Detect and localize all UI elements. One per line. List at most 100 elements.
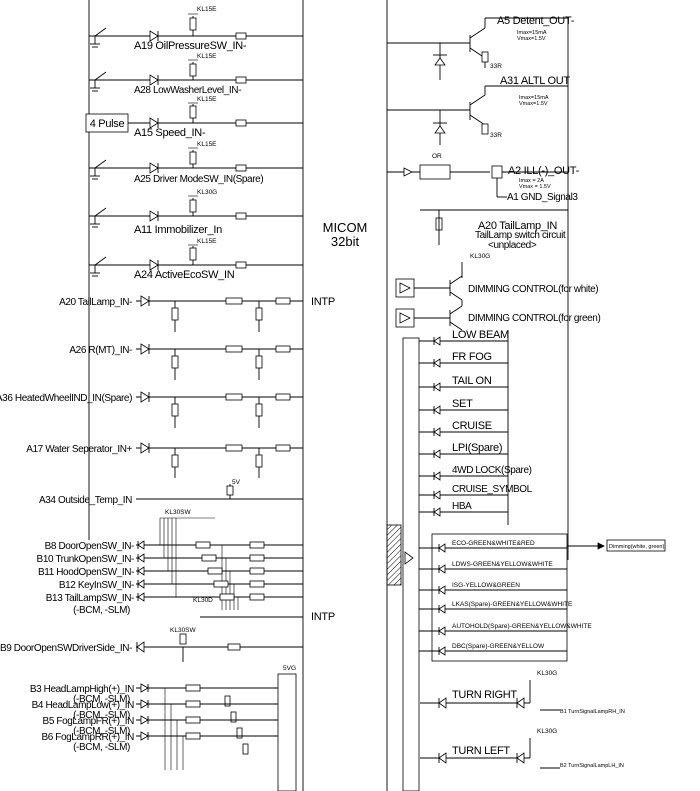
b-input-row <box>136 518 303 610</box>
a2-imax: Imax = 2A <box>519 178 544 184</box>
b8-label: B8 DoorOpenSW_IN- <box>45 541 134 552</box>
b11-label: B11 HoodOpenSW_IN- <box>38 567 134 578</box>
b3-sub-label: (-BCM, -SLM) <box>73 694 130 705</box>
output-a31: A31 ALTL OUT Imax=15mA Vmax=1.5V 33R <box>387 75 571 145</box>
color-lamp-label: DBC(Spare)-GREEN&YELLOW <box>452 643 545 650</box>
indicator-lamp-row: 4WD LOCK(Spare) <box>419 465 532 481</box>
input-row-a26: A26 R(MT)_IN- <box>69 343 303 380</box>
indicator-lamp-label: 4WD LOCK(Spare) <box>452 465 532 476</box>
micom-bits-label: 32bit <box>331 234 360 249</box>
a17-label: A17 Water Seperator_IN+ <box>26 444 132 455</box>
color-lamp-label: LKAS(Spare)-GREEN&YELLOW&WHITE <box>452 601 573 608</box>
indicator-lamp-row: SET <box>419 398 508 415</box>
indicator-lamp-label: CRUISE_SYMBOL <box>452 484 533 495</box>
indicator-lamp-row: CRUISE_SYMBOL <box>419 484 533 500</box>
dimming-white-label: DIMMING CONTROL(for white) <box>468 284 598 295</box>
indicator-lamp-label: LOW BEAM <box>452 329 509 341</box>
a5-label: A5 Detent_OUT- <box>497 15 575 27</box>
kl30g-dimming-label: KL30G <box>470 253 490 260</box>
b9-label: B9 DoorOpenSWDriverSide_IN- <box>0 643 132 654</box>
kl30sw-b9-label: KL30SW <box>170 627 197 634</box>
a15-label: A15 Speed_IN- <box>134 127 206 139</box>
b1-label: B1 TurnSignalLampRH_IN <box>560 709 625 715</box>
a2-label: A2 ILL(-)_OUT- <box>508 165 580 177</box>
input-row-a24: KL15E A24 ActiveEcoSW_IN <box>89 238 303 281</box>
a31-label: A31 ALTL OUT <box>500 75 570 87</box>
lamp-driver-column <box>402 337 420 791</box>
hatched-block <box>386 524 402 586</box>
b-lamp-group: B3 HeadLampHigh(+)_IN (-BCM, -SLM) B4 He… <box>30 665 297 791</box>
a20r-label: A20 TailLamp_IN <box>478 220 557 232</box>
indicator-lamp-label: SET <box>452 398 473 410</box>
input-row-a28: KL15E A28 LowWasherLevel_IN- <box>89 53 303 96</box>
b4-sub-label: (-BCM, -SLM) <box>73 710 130 721</box>
kl15e-a24-label: KL15E <box>197 238 217 245</box>
indicator-lamp-label: HBA <box>452 501 472 512</box>
buffer-triangle <box>404 551 414 565</box>
b5-label: B5 FogLampFR(+)_IN <box>43 716 135 727</box>
b-lamp-row <box>136 699 278 770</box>
indicator-lamp-label: FR FOG <box>452 351 492 363</box>
a2-vmax: Vmax = 1.5V <box>519 184 551 190</box>
indicator-lamp-row: CRUISE <box>419 420 508 437</box>
b13-label: B13 TailLampSW_IN- <box>46 593 134 604</box>
fivev-label: 5V <box>232 479 241 486</box>
intp-label-1: INTP <box>311 296 335 308</box>
kl30d-label: KL30D <box>193 597 213 604</box>
turn-right-label: TURN RIGHT <box>452 689 517 701</box>
a5-vmax: Vmax=1.5V <box>517 36 546 42</box>
kl15e-a15-label: KL15E <box>197 96 217 103</box>
intp-label-2: INTP <box>311 611 335 623</box>
output-a5: A5 Detent_OUT- Imax=15mA Vmax=1.5V 33R <box>387 15 575 80</box>
b2-label: B2 TurnSignalLampLH_IN <box>560 763 624 769</box>
fivevg-label: 5VG <box>283 665 296 672</box>
indicator-lamp-row: LOW BEAM <box>419 329 509 346</box>
a25-label: A25 Driver ModeSW_IN(Spare) <box>134 174 263 185</box>
a1-label: A1 GND_Signal3 <box>507 192 578 203</box>
turn-left-circuit: KL30G TURN LEFT B2 TurnSignalLampLH_IN <box>420 728 624 769</box>
indicator-lamp-label: LPI(Spare) <box>452 442 502 454</box>
color-lamp-label: LDWS-GREEN&YELLOW&WHITE <box>452 561 553 568</box>
a5-imax: Imax=15mA <box>517 30 547 36</box>
input-row-b9: KL30SW B9 DoorOpenSWDriverSide_IN- <box>0 627 303 662</box>
b12-label: B12 KeyInSW_IN- <box>59 580 134 591</box>
indicator-lamp-row: LPI(Spare) <box>419 442 508 459</box>
b-input-row <box>136 518 303 610</box>
b5-sub-label: (-BCM, -SLM) <box>73 726 130 737</box>
a24-label: A24 ActiveEcoSW_IN <box>134 269 235 281</box>
a28-label: A28 LowWasherLevel_IN- <box>134 85 241 96</box>
output-a20-switch: A20 TailLamp_IN TailLamp switch circuit … <box>420 209 568 251</box>
color-lamp-row: ISG-YELLOW&GREEN <box>419 582 567 595</box>
color-lamp-label: ISG-YELLOW&GREEN <box>452 582 520 589</box>
input-row-a34: 5V A34 Outside_Temp_IN <box>39 479 303 506</box>
indicator-lamp-list: LOW BEAM FR FOG TAIL ON SET CRUISE LPI(Spare)… <box>419 329 533 517</box>
r33a-label: 33R <box>490 63 502 70</box>
color-lamp-row: AUTOHOLD(Spare)-GREEN&YELLOW&WHITE <box>419 623 592 636</box>
input-row-a36: A36 HeatedWheelIND_IN(Spare) <box>0 391 303 428</box>
color-lamp-row: LDWS-GREEN&YELLOW&WHITE <box>419 561 567 574</box>
kl15e-a25-label: KL15E <box>197 141 217 148</box>
a31-imax: Imax=15mA <box>519 95 549 101</box>
color-lamp-label: ECO-GREEN&WHITE&RED <box>452 540 535 547</box>
color-lamp-row: LKAS(Spare)-GREEN&YELLOW&WHITE <box>419 601 573 614</box>
a26-label: A26 R(MT)_IN- <box>69 345 132 356</box>
b3-label: B3 HeadLampHigh(+)_IN <box>30 684 134 695</box>
indicator-lamp-row: HBA <box>419 501 508 517</box>
turn-left-label: TURN LEFT <box>452 745 510 757</box>
b-input-row <box>136 518 303 610</box>
switch-circuit-label: TailLamp switch circuit <box>475 230 566 241</box>
color-lamp-list: ECO-GREEN&WHITE&RED LDWS-GREEN&YELLOW&WHI… <box>419 540 592 656</box>
b6-sub-label: (-BCM, -SLM) <box>73 742 130 753</box>
b-input-row <box>136 518 303 610</box>
color-lamp-row: DBC(Spare)-GREEN&YELLOW <box>419 643 567 656</box>
indicator-lamp-row: TAIL ON <box>419 375 508 392</box>
a19-label: A19 OilPressureSW_IN- <box>134 40 247 52</box>
a11-label: A11 Immobilizer_In <box>134 224 222 236</box>
micom-label: MICOM <box>323 220 368 235</box>
dimming-out-label: Dimming(white, green) <box>609 544 664 550</box>
kl15e-a19-label: KL15E <box>197 6 217 13</box>
input-row-a19: KL15E A19 OilPressureSW_IN- <box>89 6 303 52</box>
kl30g-turn-left-label: KL30G <box>537 728 557 735</box>
